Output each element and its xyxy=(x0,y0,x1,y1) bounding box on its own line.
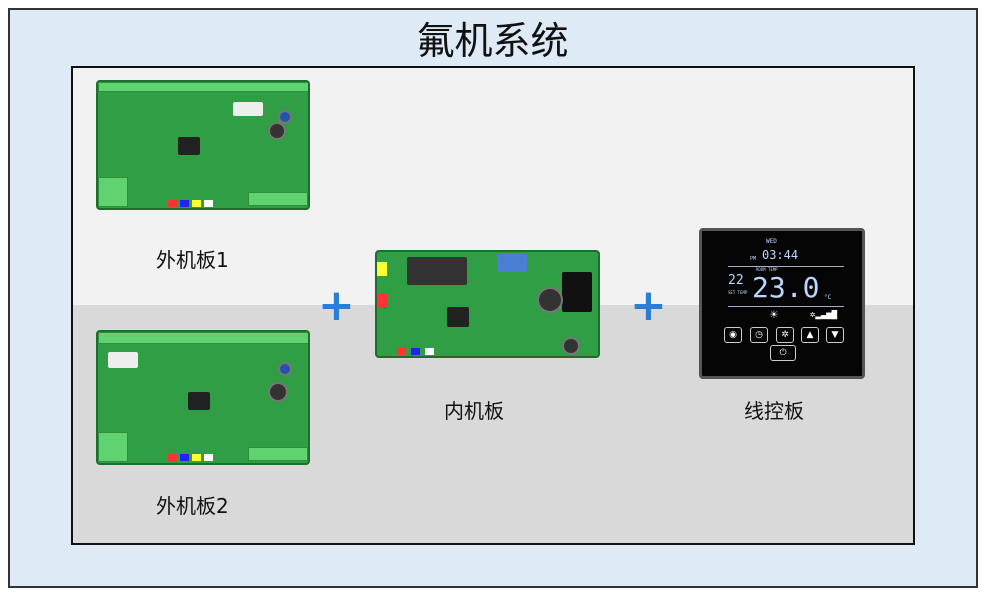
outdoor-board-1-label: 外机板1 xyxy=(156,248,229,272)
outdoor-board-1-image xyxy=(96,80,310,210)
fan-button[interactable]: ✲ xyxy=(776,327,794,343)
unit-text: °C xyxy=(824,294,832,301)
power-button[interactable]: ⏻ xyxy=(770,345,796,361)
page-title: 氟机系统 xyxy=(416,19,569,63)
divider xyxy=(728,306,844,307)
mode-button[interactable]: ◉ xyxy=(724,327,742,343)
indoor-board-label: 内机板 xyxy=(444,399,504,423)
outdoor-board-2-image xyxy=(96,330,310,465)
plus-icon: + xyxy=(318,280,355,331)
wired-controller-image: WED PM 03:44 ROOM TEMP 22 SET TEMP 23.0 … xyxy=(699,228,865,379)
sun-icon: ☀ xyxy=(770,308,778,323)
room-temp-label: ROOM TEMP xyxy=(756,267,778,272)
fan-speed-icon: ✲▂▃▅▇ xyxy=(810,310,838,320)
indoor-board-image xyxy=(375,250,600,358)
day-text: WED xyxy=(766,238,777,245)
ampm-text: PM xyxy=(750,256,757,262)
controller-label: 线控板 xyxy=(744,399,804,423)
set-temp-label: SET TEMP xyxy=(728,290,748,295)
room-temp-value: 23.0 xyxy=(752,271,820,304)
up-button[interactable]: ▲ xyxy=(801,327,819,343)
down-button[interactable]: ▼ xyxy=(826,327,844,343)
time-text: 03:44 xyxy=(762,248,799,262)
outdoor-board-2-label: 外机板2 xyxy=(156,494,229,518)
divider xyxy=(728,266,844,267)
plus-icon: + xyxy=(630,280,667,331)
clock-button[interactable]: ◷ xyxy=(750,327,768,343)
set-temp-value: 22 xyxy=(728,273,744,288)
